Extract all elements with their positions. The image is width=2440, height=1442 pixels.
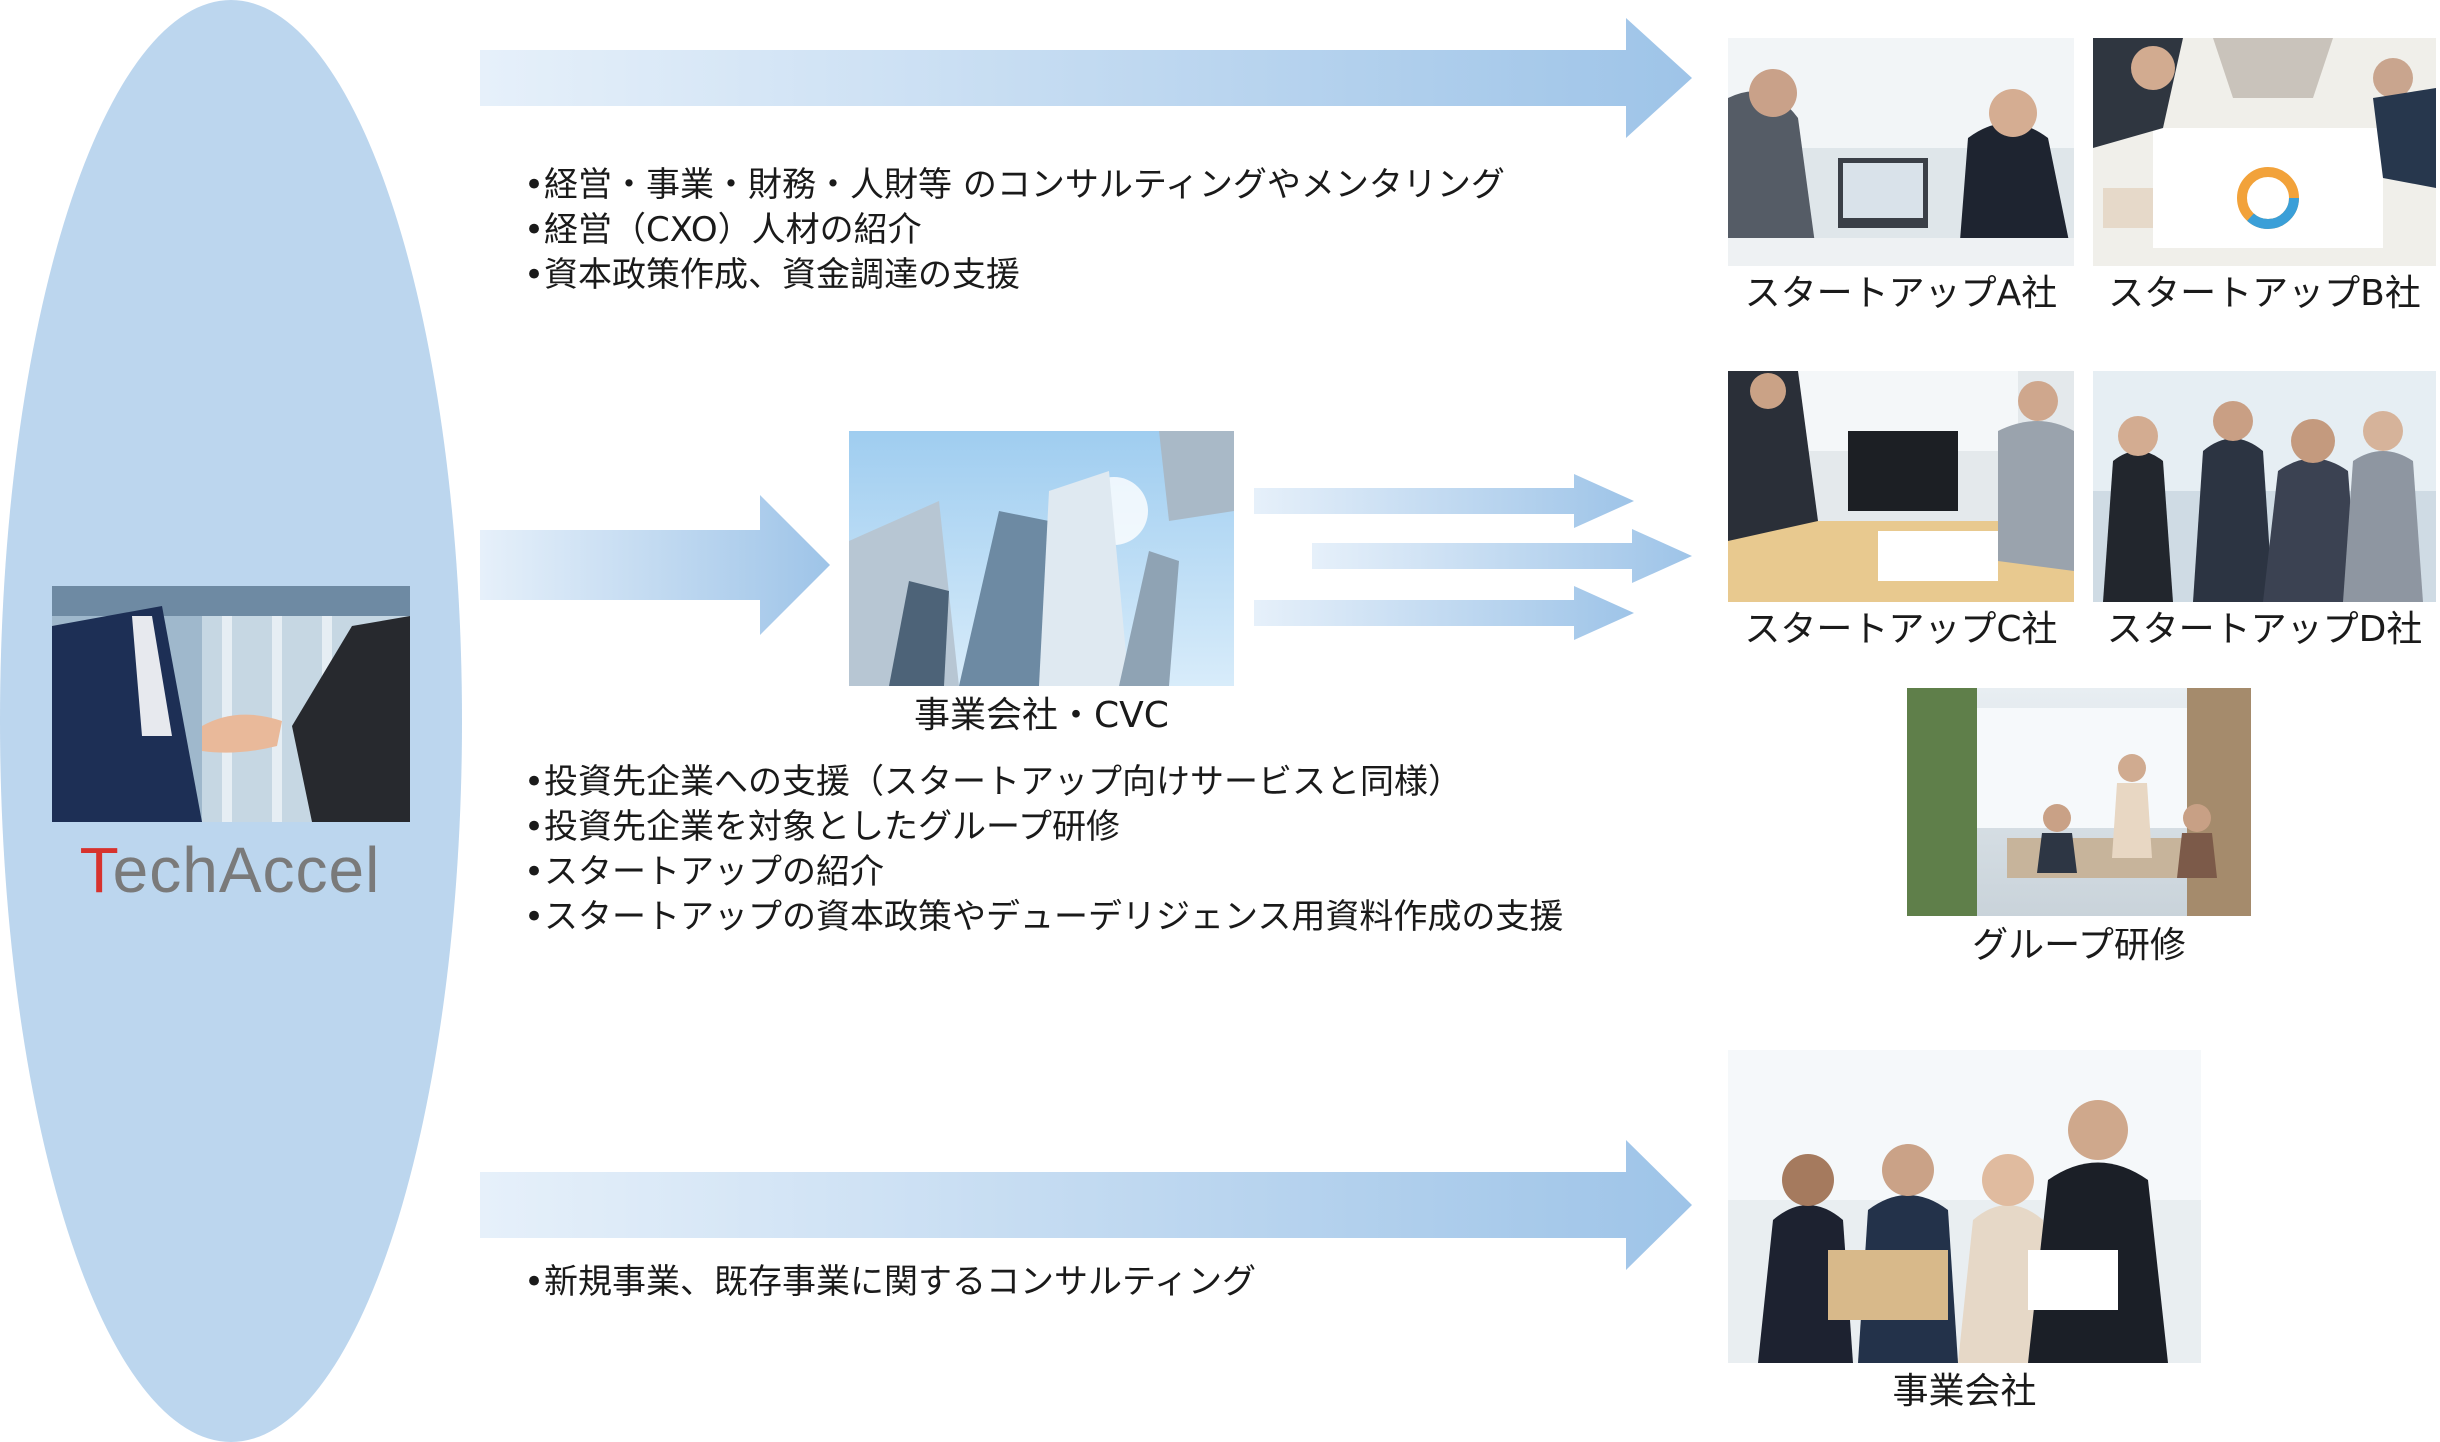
techaccel-logo: TechAccel xyxy=(30,833,430,907)
startup-d-photo xyxy=(2093,371,2436,602)
business-services-list: •新規事業、既存事業に関するコンサルティング xyxy=(524,1260,1256,1305)
logo-text: TechAccel xyxy=(80,834,381,906)
cvc-service-item: •投資先企業を対象としたグループ研修 xyxy=(524,807,1121,847)
logo-initial: T xyxy=(79,834,113,906)
startup-service-item: •経営（CXO）人材の紹介 xyxy=(524,210,922,250)
arrow-to-startups xyxy=(480,18,1692,138)
cvc-buildings-photo xyxy=(849,431,1234,686)
startup-b-label: スタートアップB社 xyxy=(2108,273,2421,314)
business-company-label: 事業会社 xyxy=(1892,1371,2037,1412)
arrow-cvc-to-startups-2 xyxy=(1312,529,1692,583)
handshake-photo xyxy=(52,586,410,822)
arrow-cvc-to-startups-1 xyxy=(1254,474,1634,528)
business-company-photo xyxy=(1728,1050,2201,1363)
group-training-photo xyxy=(1907,688,2251,916)
startup-service-item: •経営・事業・財務・人財等 のコンサルティングやメンタリング xyxy=(524,165,1505,205)
business-service-item: •新規事業、既存事業に関するコンサルティング xyxy=(524,1262,1257,1302)
cvc-service-item: •投資先企業への支援（スタートアップ向けサービスと同様） xyxy=(524,762,1463,802)
group-training-label: グループ研修 xyxy=(1972,925,2186,966)
logo-rest: echAccel xyxy=(112,834,381,906)
cvc-service-item: •スタートアップの紹介 xyxy=(524,852,885,892)
startup-b-photo xyxy=(2093,38,2436,266)
startup-a-photo xyxy=(1728,38,2074,266)
cvc-service-item: •スタートアップの資本政策やデューデリジェンス用資料作成の支援 xyxy=(524,897,1564,937)
arrow-cvc-to-startups-3 xyxy=(1254,586,1634,640)
cvc-label: 事業会社・CVC xyxy=(914,695,1169,736)
cvc-services-list: •投資先企業への支援（スタートアップ向けサービスと同様） •投資先企業を対象とし… xyxy=(524,760,1563,940)
startup-a-label: スタートアップA社 xyxy=(1744,273,2058,314)
startup-c-photo xyxy=(1728,371,2074,602)
arrow-to-cvc xyxy=(480,495,830,635)
startup-d-label: スタートアップD社 xyxy=(2106,609,2423,650)
startup-c-label: スタートアップC社 xyxy=(1744,609,2058,650)
startup-services-list: •経営・事業・財務・人財等 のコンサルティングやメンタリング •経営（CXO）人… xyxy=(524,163,1505,298)
arrow-to-business-company xyxy=(480,1140,1692,1270)
startup-service-item: •資本政策作成、資金調達の支援 xyxy=(524,255,1021,295)
